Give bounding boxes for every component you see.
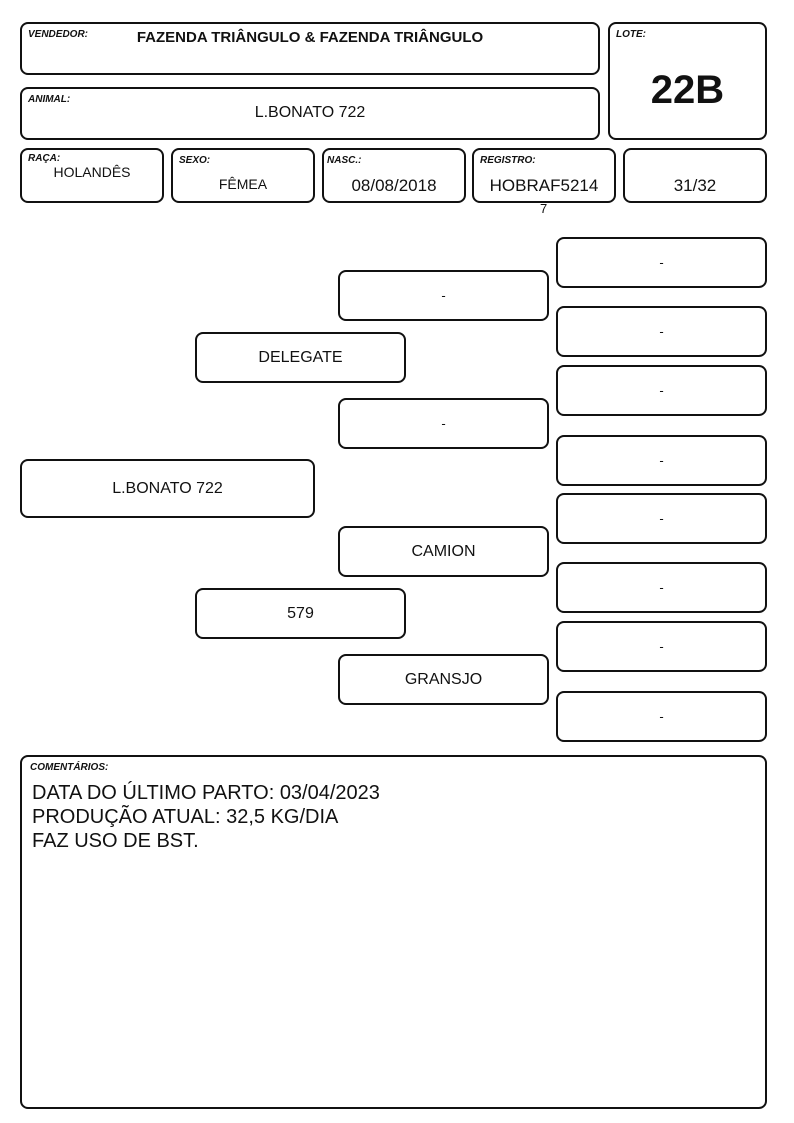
nasc-box: NASC.: 08/08/2018 [322,148,466,203]
pedigree-ggp: - [556,365,767,416]
pedigree-ggp: - [556,237,767,288]
animal-value: L.BONATO 722 [254,104,366,121]
sexo-value: FÊMEA [218,176,268,192]
sexo-label: SEXO: [179,155,211,166]
pedigree-ggp: - [556,306,767,357]
pedigree-ggp: - [556,562,767,613]
registro-box: REGISTRO: HOBRAF5214 [472,148,616,203]
pedigree-ggp: - [556,691,767,742]
pedigree-dam-sire: CAMION [338,526,549,577]
comments-text: DATA DO ÚLTIMO PARTO: 03/04/2023 PRODUÇÃ… [32,781,380,853]
pedigree-dam: 579 [195,588,406,639]
animal-box: ANIMAL: L.BONATO 722 [20,87,600,140]
comment-line: PRODUÇÃO ATUAL: 32,5 KG/DIA [32,806,339,828]
nasc-value: 08/08/2018 [351,176,437,195]
pedigree-sire-sire: - [338,270,549,321]
pedigree-animal: L.BONATO 722 [20,459,315,518]
comment-line: DATA DO ÚLTIMO PARTO: 03/04/2023 [32,782,380,804]
pedigree-sire: DELEGATE [195,332,406,383]
registro-value: HOBRAF5214 [489,176,599,195]
comments-label: COMENTÁRIOS: [30,762,109,773]
raca-label: RAÇA: [28,153,61,164]
pedigree-ggp: - [556,621,767,672]
lote-value: 22B [650,68,725,112]
lote-label: LOTE: [616,29,646,40]
pedigree-ggp: - [556,493,767,544]
pedigree-sire-dam: - [338,398,549,449]
nasc-label: NASC.: [327,155,362,166]
vendedor-label: VENDEDOR: [28,29,89,40]
lote-box: LOTE: 22B [608,22,767,140]
pedigree-dam-dam: GRANSJO [338,654,549,705]
comments-box: COMENTÁRIOS: DATA DO ÚLTIMO PARTO: 03/04… [20,755,767,1109]
grau-value: 31/32 [673,176,717,195]
raca-value: HOLANDÊS [53,164,131,180]
registro-suffix: 7 [540,201,548,216]
vendedor-box: VENDEDOR: FAZENDA TRIÂNGULO & FAZENDA TR… [20,22,600,75]
pedigree-ggp: - [556,435,767,486]
grau-box: 31/32 [623,148,767,203]
animal-label: ANIMAL: [28,94,71,105]
sexo-box: SEXO: FÊMEA [171,148,315,203]
comment-line: FAZ USO DE BST. [32,830,199,852]
vendedor-value: FAZENDA TRIÂNGULO & FAZENDA TRIÂNGULO [136,29,484,46]
raca-box: RAÇA: HOLANDÊS [20,148,164,203]
registro-label: REGISTRO: [480,155,536,166]
